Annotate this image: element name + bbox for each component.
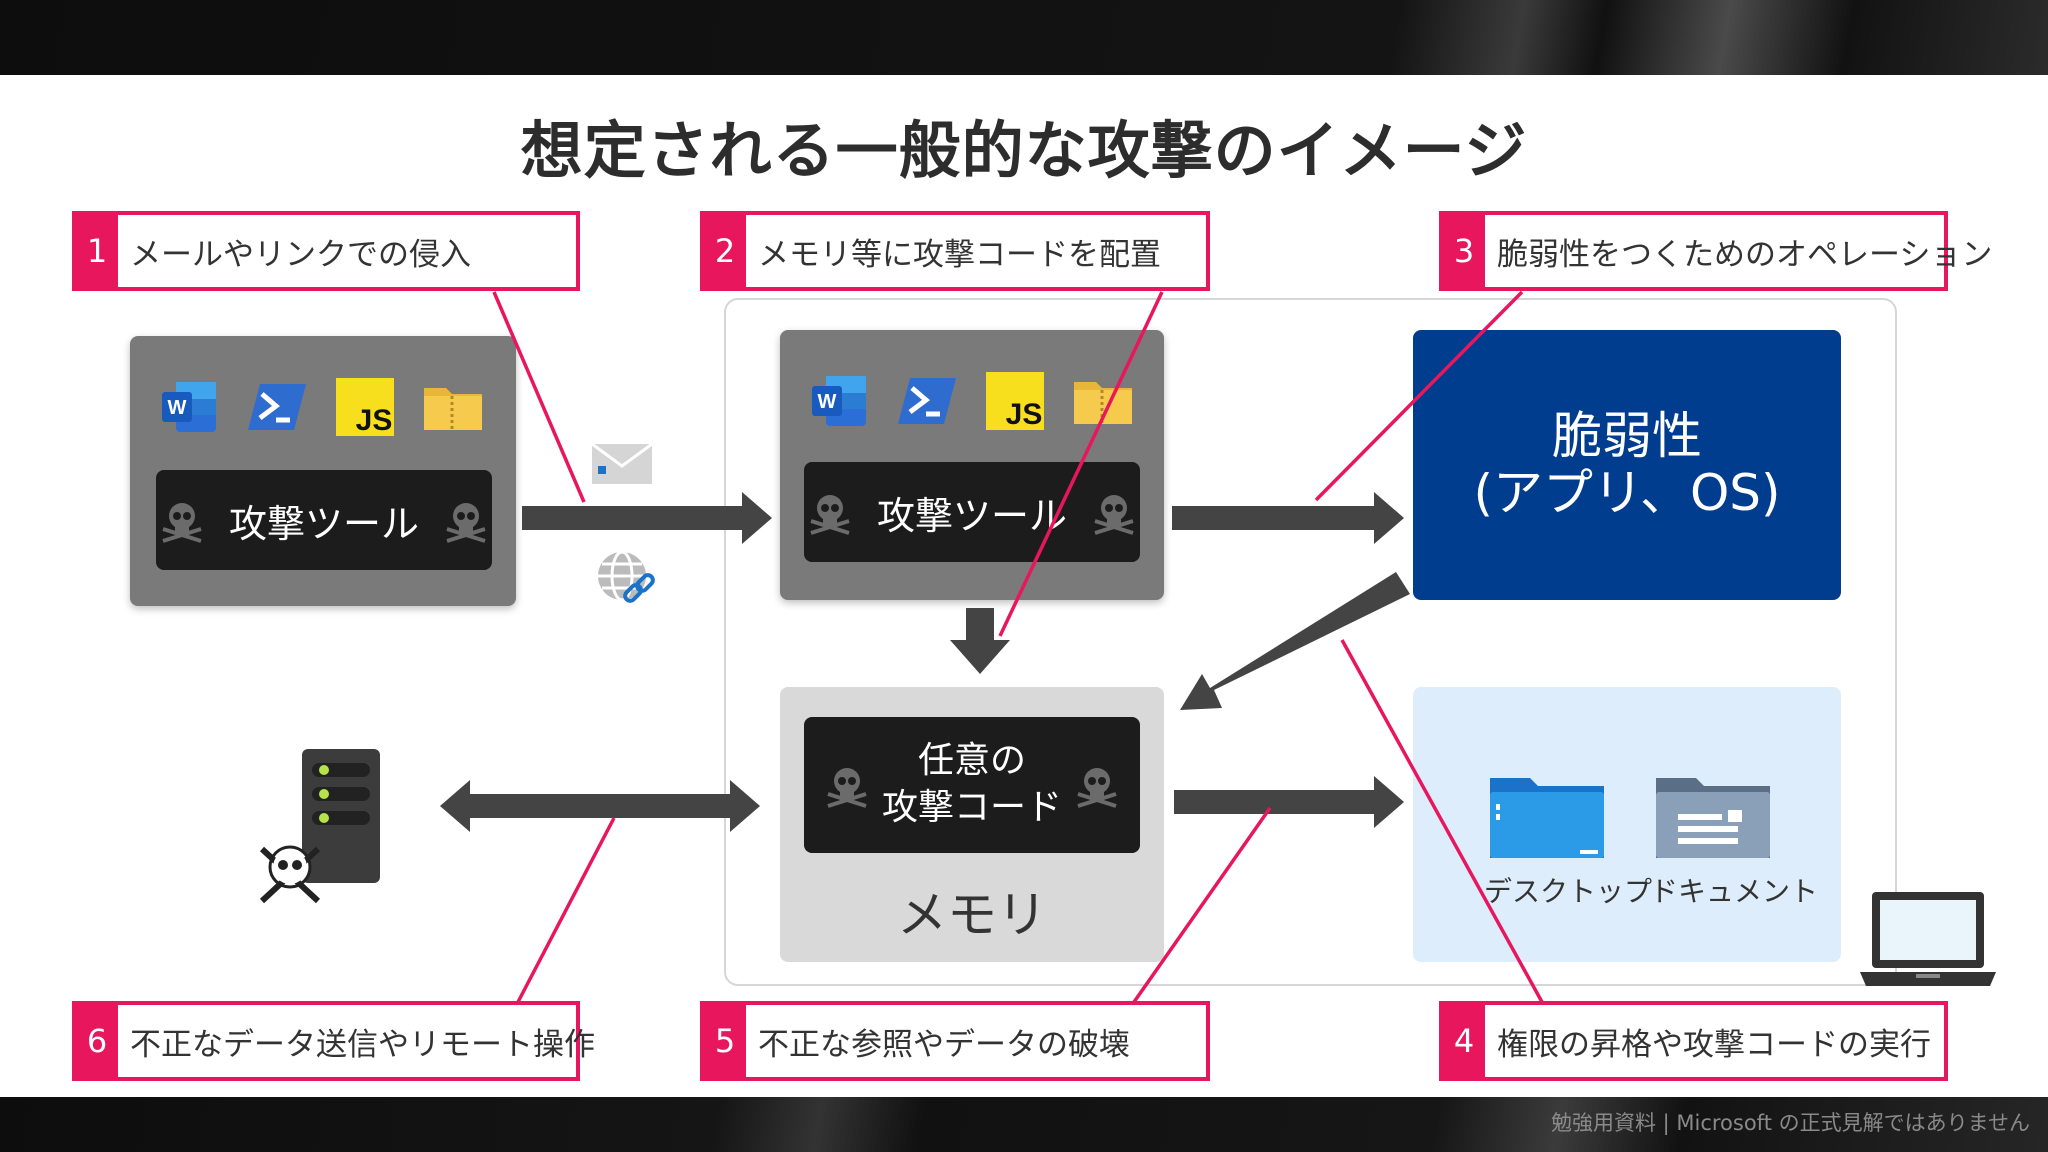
laptop-icon (1860, 892, 1996, 986)
desktop-label: デスクトップ (1484, 875, 1653, 908)
footer-disclaimer: 勉強用資料 | Microsoft の正式見解ではありません (1550, 1111, 2030, 1135)
svg-text:W: W (168, 397, 187, 419)
bottom-banner (0, 1097, 2048, 1152)
placed-tools-box: W JS 攻撃ツール (780, 330, 1164, 600)
powershell-icon (898, 378, 956, 424)
page-title: 想定される一般的な攻撃のイメージ (520, 114, 1528, 187)
callout-6: 6 不正なデータ送信やリモート操作 (72, 1001, 595, 1081)
callout-line-6 (516, 817, 616, 1003)
documents-label: ドキュメント (1650, 875, 1819, 908)
callout-number: 4 (1443, 1005, 1485, 1077)
attack-code-bar: 任意の 攻撃コード (804, 717, 1140, 853)
zip-folder-icon (424, 388, 482, 430)
skull-icon (162, 503, 202, 543)
skull-icon (1077, 768, 1117, 808)
vulnerability-box: 脆弱性 (アプリ、OS) (1413, 330, 1841, 600)
svg-text:JS: JS (1006, 398, 1043, 431)
vulnerability-title: 脆弱性 (1552, 406, 1702, 465)
attack-code-line1: 任意の (917, 740, 1026, 782)
memory-label: メモリ (897, 886, 1047, 944)
javascript-icon: JS (986, 372, 1044, 431)
attack-code-line2: 攻撃コード (881, 787, 1062, 828)
callout-5: 5 不正な参照やデータの破壊 (700, 1001, 1210, 1081)
callout-number: 5 (704, 1005, 746, 1077)
attacker-tools-box: W JS 攻撃ツール (130, 336, 516, 606)
attack-tool-label: 攻撃ツール (228, 501, 419, 546)
callout-text: 権限の昇格や攻撃コードの実行 (1497, 1026, 1931, 1063)
callout-text: 不正な参照やデータの破壊 (758, 1026, 1130, 1063)
callout-number: 6 (76, 1005, 118, 1077)
powershell-icon (248, 384, 306, 430)
skull-icon (827, 768, 867, 808)
vulnerability-subtitle: (アプリ、OS) (1473, 464, 1781, 522)
tool-icons-row: W JS (808, 370, 1134, 432)
callout-text: 脆弱性をつくためのオペレーション (1497, 236, 1993, 273)
documents-folder-icon (1656, 778, 1770, 858)
top-banner (0, 0, 2048, 75)
callout-4: 4 権限の昇格や攻撃コードの実行 (1439, 1001, 1948, 1081)
desktop-folder: デスクトップ (1484, 770, 1653, 910)
skull-icon (259, 845, 321, 904)
callout-number: 1 (76, 215, 118, 287)
arrow-bidirectional (440, 780, 760, 832)
skull-icon (446, 503, 486, 543)
desktop-folder-icon (1490, 778, 1604, 858)
svg-text:W: W (818, 391, 837, 413)
callout-text: メモリ等に攻撃コードを配置 (758, 236, 1161, 273)
callout-number: 3 (1443, 215, 1485, 287)
javascript-icon: JS (336, 378, 394, 437)
web-link-icon (598, 550, 655, 603)
mail-icon (591, 442, 653, 484)
attack-tool-bar: 攻撃ツール (156, 470, 492, 570)
callout-text: 不正なデータ送信やリモート操作 (130, 1026, 595, 1063)
zip-folder-icon (1074, 382, 1132, 424)
documents-folder: ドキュメント (1650, 770, 1819, 910)
word-icon: W (162, 382, 216, 432)
callout-3: 3 脆弱性をつくためのオペレーション (1439, 211, 1992, 291)
tool-icons-row: W JS (158, 376, 484, 438)
attacker-server-icon (259, 749, 380, 904)
skull-icon (1094, 495, 1134, 535)
attack-tool-bar: 攻撃ツール (804, 462, 1140, 562)
callout-number: 2 (704, 215, 746, 287)
attack-code-label: 任意の 攻撃コード (882, 738, 1062, 832)
callout-text: メールやリンクでの侵入 (130, 236, 471, 273)
callout-2: 2 メモリ等に攻撃コードを配置 (700, 211, 1210, 291)
svg-text:JS: JS (356, 404, 393, 437)
attack-tool-label: 攻撃ツール (876, 493, 1067, 538)
callout-1: 1 メールやリンクでの侵入 (72, 211, 580, 291)
skull-icon (810, 495, 850, 535)
word-icon: W (812, 376, 866, 426)
